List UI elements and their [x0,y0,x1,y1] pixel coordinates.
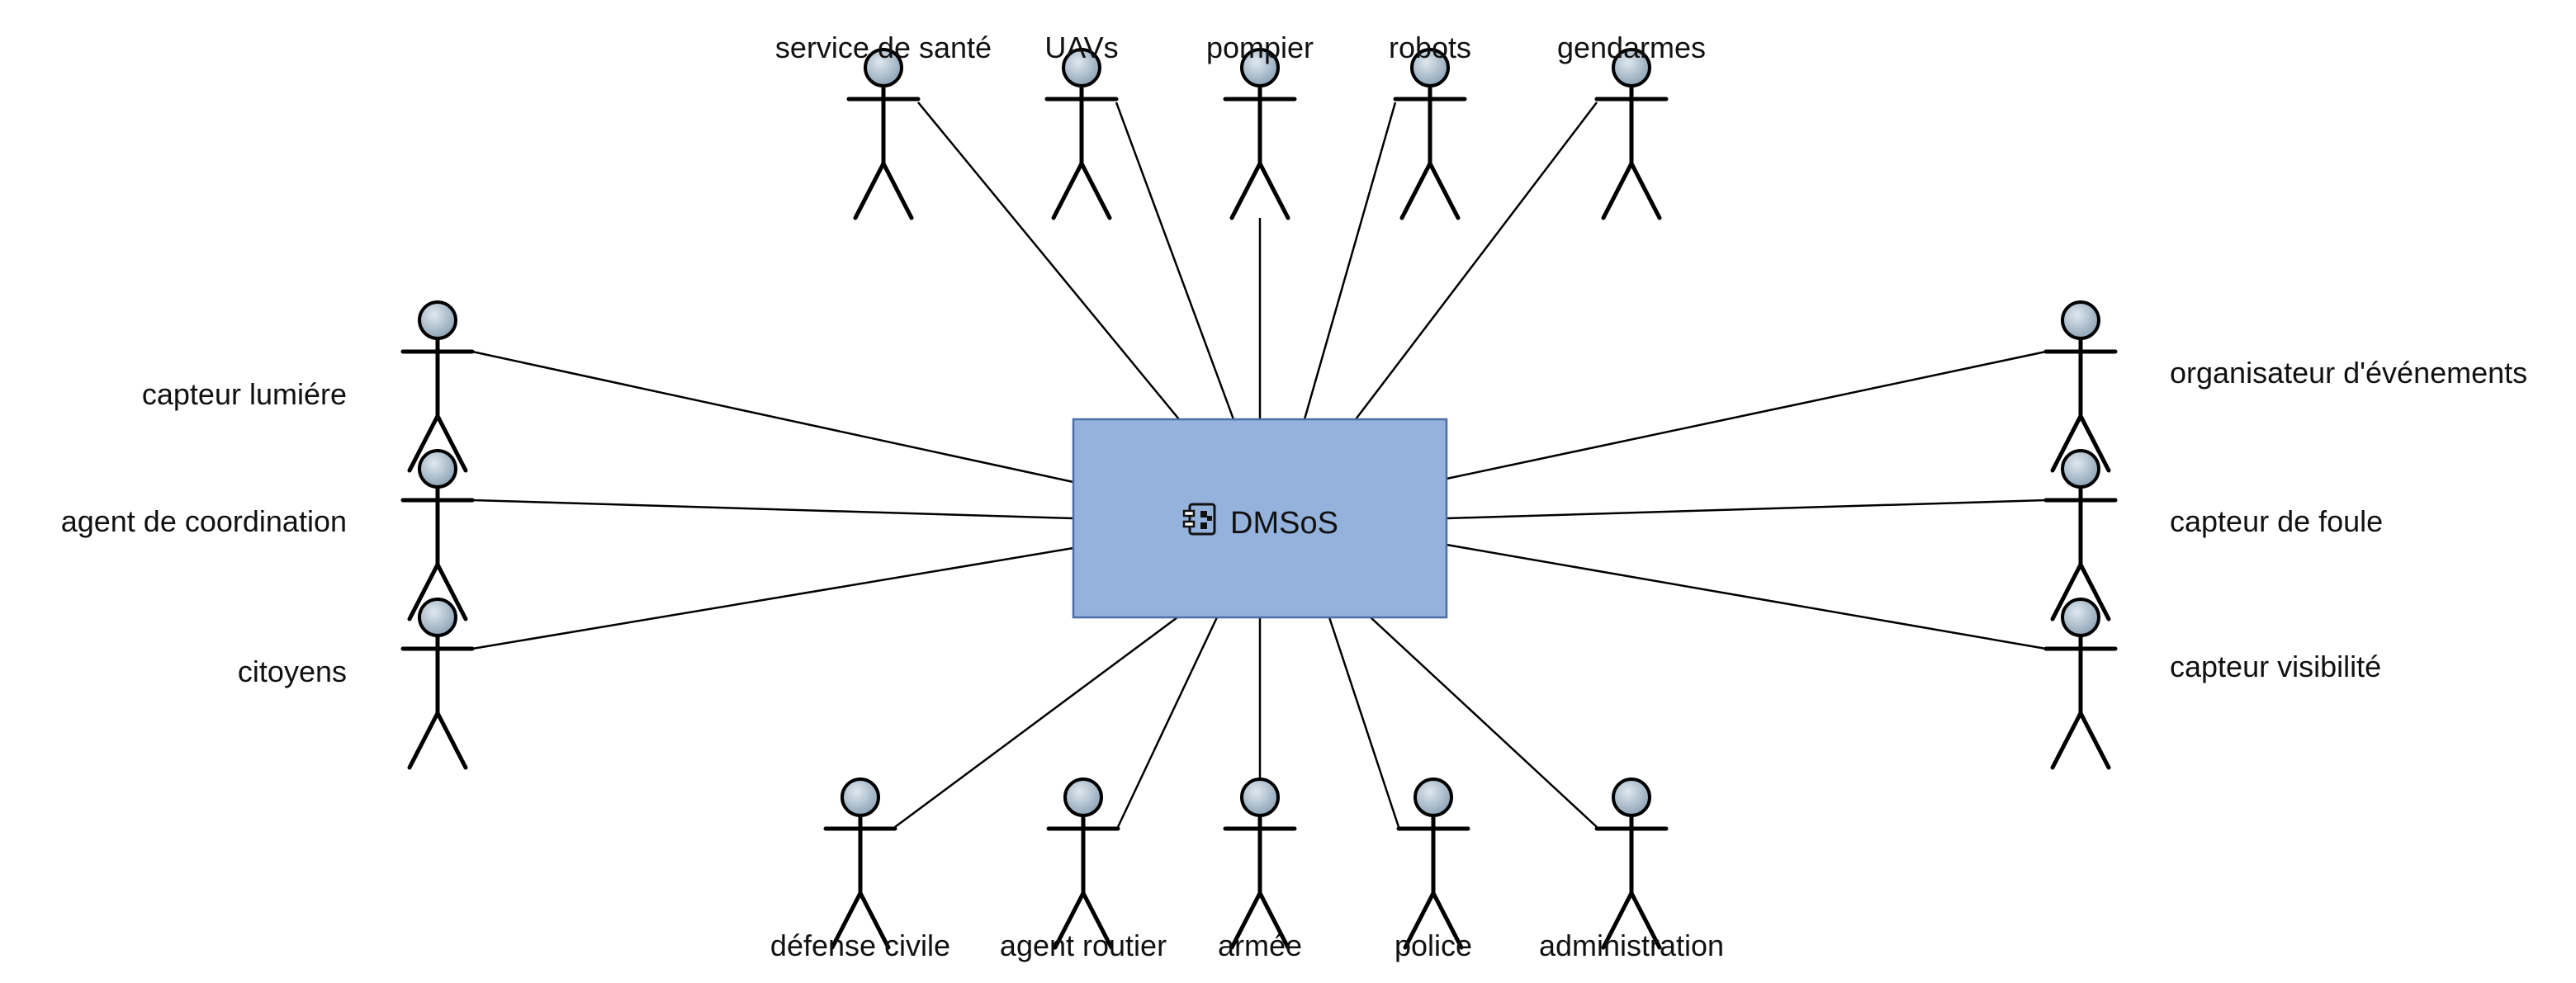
actor-figure-icon [1044,85,1119,220]
actor-head-icon [1240,48,1280,87]
association-line-capteur-lumiere [471,350,1074,484]
actor-label: service de santé [775,31,992,64]
actor-figure-icon [823,815,897,950]
actor-head-icon [1062,48,1101,87]
actor-capteur-lumiere[interactable]: capteur lumiére [142,300,475,473]
actor-organisateur-d-evenements[interactable]: organisateur d'événements [2043,300,2527,473]
actor-figure-icon [1223,815,1297,950]
system-block[interactable]: DMSoS [1072,418,1448,619]
actor-service-de-sante[interactable]: service de santé [775,31,992,220]
actor-head-icon [2061,449,2100,489]
actor-capteur-visibilite[interactable]: capteur visibilité [2043,598,2381,770]
association-line-police [1328,617,1400,828]
actor-uavs[interactable]: UAVs [1044,31,1119,220]
actor-label: capteur visibilité [2170,650,2381,683]
actor-robots[interactable]: robots [1389,31,1471,220]
actor-head-icon [864,48,903,87]
actor-label: agent routier [1000,929,1167,962]
actor-head-icon [2061,300,2100,340]
actor-gendarmes[interactable]: gendarmes [1557,31,1706,220]
actor-head-icon [1063,777,1103,817]
actor-head-icon [1240,777,1280,817]
actor-label: organisateur d'événements [2170,356,2527,390]
association-line-agent-routier [1116,617,1219,828]
actor-capteur-de-foule[interactable]: capteur de foule [2043,449,2383,621]
association-line-capteur-de-foule [1446,499,2047,520]
actor-figure-icon [400,635,475,770]
actor-pompier[interactable]: pompier [1206,31,1314,220]
association-line-agent-de-coordination [471,499,1074,520]
actor-head-icon [418,449,457,489]
association-line-capteur-visibilite [1446,543,2047,650]
actor-head-icon [841,777,880,817]
association-line-service-de-sante [917,102,1180,420]
component-icon [1182,503,1216,536]
actor-head-icon [1410,48,1450,87]
actor-figure-icon [2043,486,2118,621]
association-line-defense-civile [894,616,1178,829]
actor-head-icon [1413,777,1453,817]
actor-head-icon [2061,598,2100,637]
actor-defense-civile[interactable]: défense civile [770,777,950,962]
association-line-gendarmes [1355,102,1598,420]
actor-label: police [1395,929,1472,962]
association-line-organisateur-d-evenements [1446,350,2047,480]
actor-figure-icon [1594,815,1669,950]
association-line-robots [1303,102,1397,420]
association-line-uavs [1115,102,1235,420]
actor-label: agent de coordination [61,504,347,538]
actor-label: capteur de foule [2170,504,2383,538]
actor-label: citoyens [238,655,347,688]
actor-police[interactable]: police [1395,777,1472,962]
actor-figure-icon [2043,635,2118,770]
actors: service de santé UAVs pompier robots gendarm… [61,31,2527,962]
actor-label: défense civile [770,929,950,962]
actor-label: capteur lumiére [142,377,347,411]
actor-agent-de-coordination[interactable]: agent de coordination [61,449,475,621]
actor-figure-icon [1046,815,1120,950]
actor-citoyens[interactable]: citoyens [238,598,475,770]
actor-head-icon [418,300,457,340]
actor-label: UAVs [1044,31,1118,64]
actor-armee[interactable]: armée [1218,777,1302,962]
system-box[interactable] [1072,418,1448,619]
actor-figure-icon [1393,85,1467,220]
association-line-administration [1370,617,1598,828]
actor-figure-icon [1594,85,1669,220]
actor-agent-routier[interactable]: agent routier [1000,777,1167,962]
actor-label: administration [1539,929,1724,962]
actor-head-icon [1612,777,1651,817]
actor-label: armée [1218,929,1302,962]
actor-head-icon [1612,48,1651,87]
actor-figure-icon [400,486,475,621]
association-line-citoyens [471,546,1074,650]
system-label: DMSoS [1230,506,1338,541]
association-lines [471,102,2047,829]
actor-figure-icon [1223,85,1297,220]
actor-figure-icon [846,85,921,220]
actor-administration[interactable]: administration [1539,777,1724,962]
actor-figure-icon [2043,338,2118,473]
actor-label: pompier [1206,31,1314,64]
actor-figure-icon [1396,815,1470,950]
actor-figure-icon [400,338,475,473]
actor-head-icon [418,598,457,637]
actor-label: robots [1389,31,1471,64]
actor-label: gendarmes [1557,31,1706,64]
